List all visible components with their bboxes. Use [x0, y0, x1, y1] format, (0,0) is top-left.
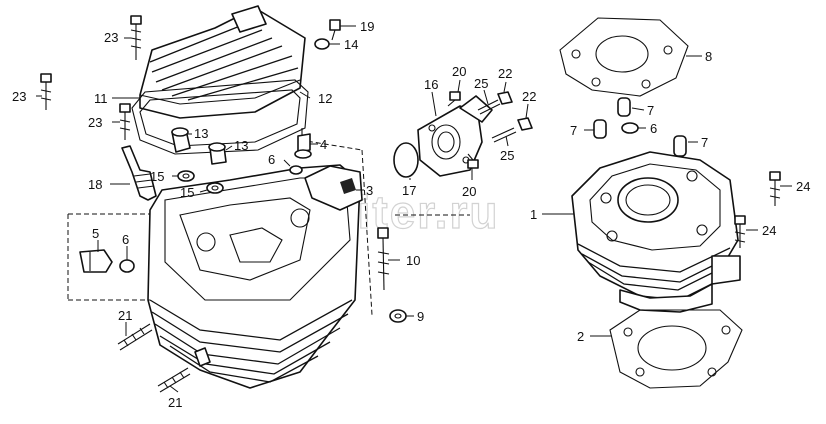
- bolt-24-upper: [769, 171, 781, 206]
- callout-15-lower: 15: [180, 185, 194, 200]
- intake-pipe: [417, 95, 493, 177]
- o-ring-17: [393, 142, 419, 178]
- callout-11: 11: [94, 91, 108, 106]
- stud-21-left: [117, 323, 153, 351]
- valve-guide: [79, 249, 113, 273]
- callout-4: 4: [320, 137, 327, 152]
- callout-16: 16: [424, 77, 438, 92]
- callout-6-head: 6: [268, 152, 275, 167]
- callout-7-left: 7: [570, 123, 577, 138]
- callout-15-upper: 15: [150, 169, 164, 184]
- cylinder-head: [147, 164, 363, 389]
- bolt-19: [329, 19, 341, 41]
- callout-20-lower: 20: [462, 184, 476, 199]
- nut-22-lower: [517, 117, 533, 131]
- callout-7-right: 7: [701, 135, 708, 150]
- callout-8: 8: [705, 49, 712, 64]
- washer-15-upper: [177, 170, 195, 182]
- cylinder-head-cover: [139, 5, 306, 119]
- stud-4: [294, 128, 312, 159]
- cap-nut-13-left: [171, 127, 191, 153]
- bolt-10: [377, 227, 390, 291]
- callout-17: 17: [402, 183, 416, 198]
- dowel-pin-7-left: [593, 119, 607, 139]
- stud-25-upper: [477, 99, 501, 115]
- spark-plug: [121, 145, 157, 201]
- dowel-pin-7-right: [673, 135, 687, 157]
- bolt-20-lower: [467, 153, 479, 169]
- callout-7-upper: 7: [647, 103, 654, 118]
- callout-10: 10: [406, 253, 420, 268]
- callout-23-left: 23: [12, 89, 26, 104]
- callout-23-top: 23: [104, 30, 118, 45]
- callout-22-upper: 22: [498, 66, 512, 81]
- callout-21-bottom: 21: [168, 395, 182, 410]
- callout-1: 1: [530, 207, 537, 222]
- callout-19: 19: [360, 19, 374, 34]
- callout-2: 2: [577, 329, 584, 344]
- bolt-23-top: [130, 15, 142, 60]
- bolt-20-upper: [447, 91, 461, 107]
- callout-3: 3: [366, 183, 373, 198]
- cap-nut-13-right: [208, 142, 227, 165]
- cover-gasket: [131, 79, 309, 155]
- callout-24-lower: 24: [762, 223, 776, 238]
- callout-9: 9: [417, 309, 424, 324]
- nut-22-upper: [497, 91, 513, 105]
- reference-line-right: [361, 149, 373, 316]
- washer-15-lower: [206, 182, 224, 194]
- callout-6-right: 6: [650, 121, 657, 136]
- callout-13-left: 13: [194, 126, 208, 141]
- washer-9: [389, 309, 407, 323]
- callout-21-left: 21: [118, 308, 132, 323]
- callout-5: 5: [92, 226, 99, 241]
- callout-24-upper: 24: [796, 179, 810, 194]
- bolt-24-lower: [734, 215, 746, 248]
- callout-18: 18: [88, 177, 102, 192]
- callout-25-lower: 25: [500, 148, 514, 163]
- cylinder-gasket: [609, 309, 743, 389]
- callout-22-lower: 22: [522, 89, 536, 104]
- o-ring-6-left: [119, 259, 135, 273]
- bolt-23-left: [40, 73, 52, 110]
- head-gasket: [559, 17, 689, 97]
- o-ring-6-right: [621, 122, 639, 134]
- callout-14: 14: [344, 37, 358, 52]
- callout-23-mid: 23: [88, 115, 102, 130]
- washer-14: [314, 38, 330, 50]
- stud-25-lower: [491, 127, 517, 143]
- cylinder-block: [571, 151, 741, 313]
- washer-6-head: [289, 165, 303, 175]
- callout-12: 12: [318, 91, 332, 106]
- stud-21-bottom: [157, 367, 191, 393]
- callout-6-left: 6: [122, 232, 129, 247]
- callout-20-upper: 20: [452, 64, 466, 79]
- bolt-23-mid: [119, 103, 131, 140]
- dowel-pin-7-upper: [617, 97, 631, 117]
- callout-13-right: 13: [234, 138, 248, 153]
- callout-25-upper: 25: [474, 76, 488, 91]
